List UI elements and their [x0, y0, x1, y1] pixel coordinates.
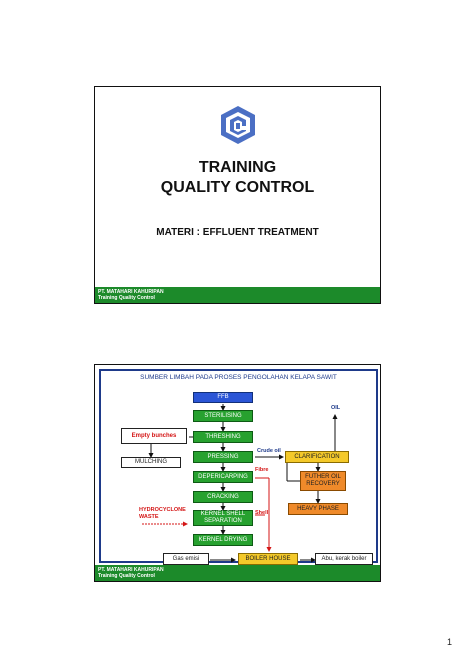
cracking-box: CRACKING	[193, 491, 253, 503]
process-flow-slide: SUMBER LIMBAH PADA PROSES PENGOLAHAN KEL…	[94, 364, 381, 582]
footer-course: Training Quality Control	[98, 573, 155, 579]
oil-label: OIL	[331, 405, 341, 411]
fibre-label: Fibre	[255, 467, 269, 473]
hydrocyclone-waste-label: HYDROCYCLONE WASTE	[139, 507, 186, 520]
subtitle: MATERI : EFFLUENT TREATMENT	[156, 227, 319, 238]
footer-company: PT. MATAHARI KAHURIPAN	[98, 567, 164, 573]
shell-label: Shell	[255, 510, 269, 516]
mulching-box: MULCHING	[121, 457, 181, 468]
boiler-house-box: BOILER HOUSE	[238, 553, 298, 565]
clarification-box: CLARIFICATION	[285, 451, 349, 463]
diagram-title: SUMBER LIMBAH PADA PROSES PENGOLAHAN KEL…	[140, 374, 337, 381]
empty-bunches-box: Empty bunches	[121, 428, 187, 444]
footer-course: Training Quality Control	[98, 295, 155, 301]
ffb-box: FFB	[193, 392, 253, 403]
slide-footer: PT. MATAHARI KAHURIPAN Training Quality …	[95, 287, 380, 303]
depericarping-box: DEPERICARPING	[193, 471, 253, 483]
crude-oil-label: Crude oil	[257, 448, 281, 454]
threshing-box: THRESHING	[193, 431, 253, 443]
kernel-shell-separation-box: KERNEL SHELL SEPARATION	[193, 510, 253, 526]
title-slide: TRAINING QUALITY CONTROL MATERI : EFFLUE…	[94, 86, 381, 304]
flow-connectors	[142, 404, 338, 563]
company-logo-icon	[221, 106, 255, 144]
further-oil-recovery-box: FUTHER OIL RECOVERY	[300, 471, 346, 491]
slide-footer: PT. MATAHARI KAHURIPAN Training Quality …	[95, 565, 380, 581]
ash-boiler-crust-box: Abu, kerak boiler	[315, 553, 373, 565]
page-number: 1	[447, 637, 453, 647]
kernel-drying-box: KERNEL DRYING	[193, 534, 253, 546]
heavy-phase-box: HEAVY PHASE	[288, 503, 348, 515]
title-line-1: TRAINING	[198, 159, 277, 176]
sterilising-box: STERILISING	[193, 410, 253, 422]
pressing-box: PRESSING	[193, 451, 253, 463]
gas-emisi-box: Gas emisi	[163, 553, 209, 565]
footer-company: PT. MATAHARI KAHURIPAN	[98, 289, 164, 295]
title-line-2: QUALITY CONTROL	[160, 179, 315, 196]
